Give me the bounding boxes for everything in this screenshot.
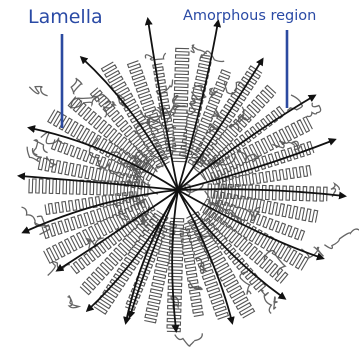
amorphous-chain [261,290,271,314]
amorphous-region-label: Amorphous region [183,8,316,24]
amorphous-chain [273,297,277,309]
amorphous-chain [47,157,56,167]
amorphous-chain [240,272,251,295]
amorphous-chain [68,295,80,307]
amorphous-chain [324,229,359,248]
amorphous-chain [189,280,202,289]
amorphous-chain [29,87,47,96]
amorphous-chain [71,78,82,93]
amorphous-chain [145,53,165,60]
lamella-label: Lamella [28,6,103,28]
amorphous-chain [175,333,202,346]
amorphous-chain [307,103,321,117]
growth-arrow [178,189,344,196]
amorphous-chains [22,45,359,346]
amorphous-chain [34,140,48,155]
amorphous-chain [191,45,207,54]
